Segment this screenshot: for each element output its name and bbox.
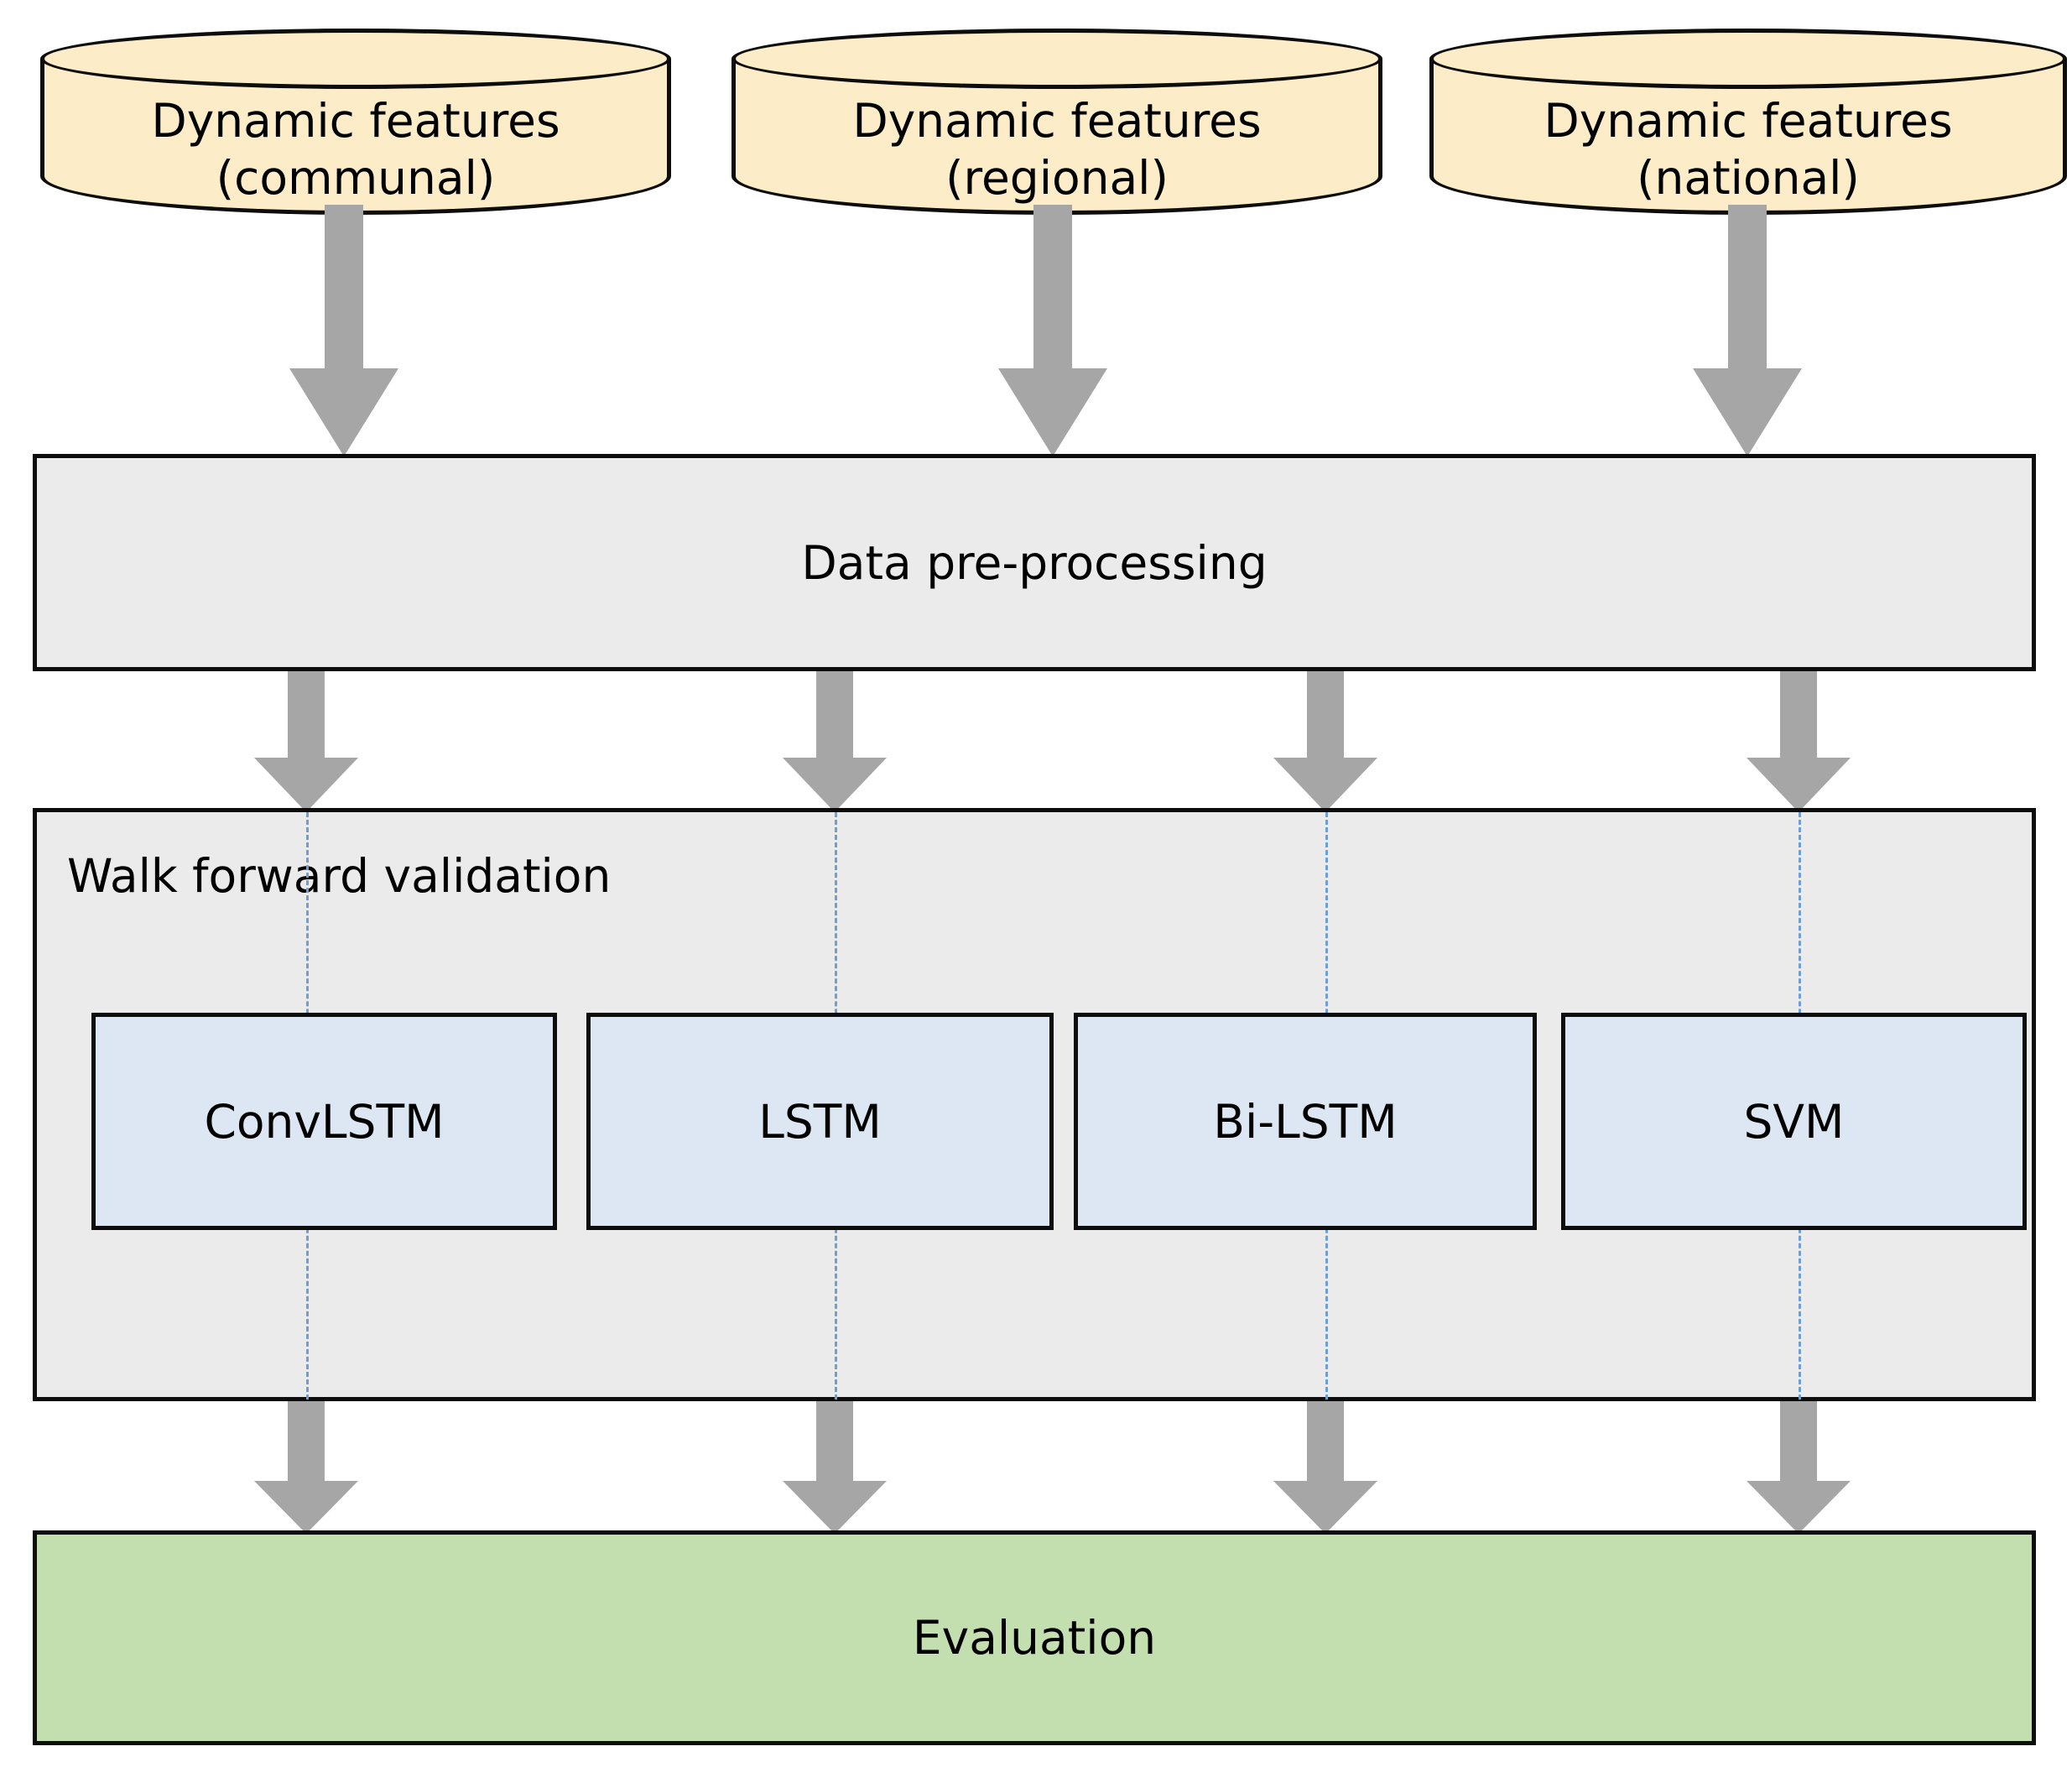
data-store-label: Dynamic features (regional) bbox=[852, 94, 1262, 206]
down-arrow-icon bbox=[998, 205, 1107, 456]
data-store-regional[interactable]: Dynamic features (regional) bbox=[731, 29, 1382, 215]
model-box-convlstm[interactable]: ConvLSTM bbox=[91, 1013, 557, 1230]
model-label: SVM bbox=[1743, 1094, 1845, 1149]
down-arrow-icon bbox=[783, 671, 887, 812]
data-store-communal[interactable]: Dynamic features (communal) bbox=[40, 29, 671, 215]
down-arrow-icon bbox=[1273, 1401, 1377, 1534]
walk-forward-validation-label: Walk forward validation bbox=[67, 849, 612, 903]
evaluation-label: Evaluation bbox=[912, 1611, 1157, 1665]
cylinder-top-ellipse bbox=[731, 29, 1382, 89]
down-arrow-icon bbox=[254, 1401, 358, 1534]
down-arrow-icon bbox=[1747, 671, 1851, 812]
data-store-national[interactable]: Dynamic features (national) bbox=[1429, 29, 2067, 215]
model-box-svm[interactable]: SVM bbox=[1561, 1013, 2027, 1230]
model-box-lstm[interactable]: LSTM bbox=[586, 1013, 1054, 1230]
data-store-label: Dynamic features (national) bbox=[1544, 94, 1953, 206]
down-arrow-icon bbox=[289, 205, 398, 456]
data-preprocessing-box[interactable]: Data pre-processing bbox=[33, 454, 2036, 671]
evaluation-box[interactable]: Evaluation bbox=[33, 1530, 2036, 1745]
down-arrow-icon bbox=[1273, 671, 1377, 812]
cylinder-top-ellipse bbox=[1429, 29, 2067, 89]
model-label: LSTM bbox=[758, 1094, 882, 1149]
down-arrow-icon bbox=[1693, 205, 1802, 456]
model-box-bilstm[interactable]: Bi-LSTM bbox=[1074, 1013, 1537, 1230]
down-arrow-icon bbox=[783, 1401, 887, 1534]
cylinder-top-ellipse bbox=[40, 29, 671, 89]
model-label: ConvLSTM bbox=[204, 1094, 445, 1149]
data-store-label: Dynamic features (communal) bbox=[151, 94, 560, 206]
down-arrow-icon bbox=[1747, 1401, 1851, 1534]
down-arrow-icon bbox=[254, 671, 358, 812]
data-preprocessing-label: Data pre-processing bbox=[801, 535, 1268, 590]
model-label: Bi-LSTM bbox=[1213, 1094, 1398, 1149]
